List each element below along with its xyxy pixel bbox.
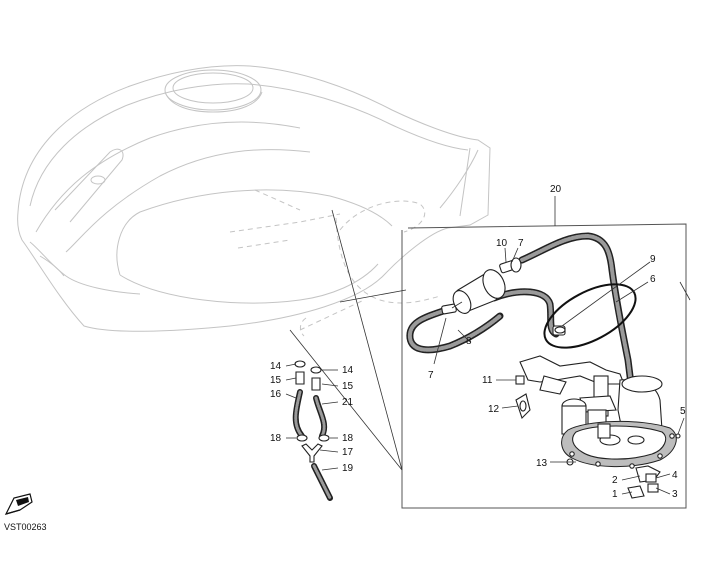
callout-14-right: 14 — [342, 365, 354, 376]
callout-18-left: 18 — [270, 433, 282, 444]
breather-hose-set — [292, 360, 333, 501]
fuel-filter — [451, 269, 506, 314]
callout-14-left: 14 — [270, 361, 282, 372]
callout-21: 21 — [342, 397, 354, 408]
callout-17: 17 — [342, 447, 354, 458]
o-ring — [543, 283, 637, 349]
callout-18-right: 18 — [342, 433, 354, 444]
fasteners — [515, 375, 681, 466]
callout-4: 4 — [672, 470, 678, 481]
fuel-tank-outline — [17, 65, 491, 337]
callout-3: 3 — [672, 489, 678, 500]
callout-7-bottom: 7 — [428, 370, 434, 381]
callout-10: 10 — [496, 238, 508, 249]
callout-16: 16 — [270, 389, 282, 400]
callout-9: 9 — [650, 254, 656, 265]
callout-1: 1 — [612, 489, 618, 500]
callout-5: 5 — [680, 406, 686, 417]
projection-lines — [289, 209, 407, 471]
callout-labels: 20 10 7 9 6 8 7 11 12 13 5 4 2 1 3 14 15… — [270, 184, 686, 500]
callout-2: 2 — [612, 475, 618, 486]
fuel-pump-assembly — [519, 355, 677, 499]
callout-13: 13 — [536, 458, 548, 469]
manual-logo-icon — [4, 493, 33, 515]
callout-7-top: 7 — [518, 238, 524, 249]
leader-lines — [285, 247, 691, 495]
callout-11: 11 — [482, 375, 493, 386]
callout-6: 6 — [650, 274, 656, 285]
callout-19: 19 — [342, 463, 354, 474]
callout-15-left: 15 — [270, 375, 282, 386]
callout-8: 8 — [466, 336, 472, 347]
callout-15-right: 15 — [342, 381, 354, 392]
callout-12: 12 — [488, 404, 500, 415]
fuel-hoses — [406, 232, 636, 396]
fuel-pump-group-frame — [401, 196, 687, 509]
callout-20: 20 — [550, 184, 562, 195]
diagram-code: VST00263 — [4, 522, 47, 532]
